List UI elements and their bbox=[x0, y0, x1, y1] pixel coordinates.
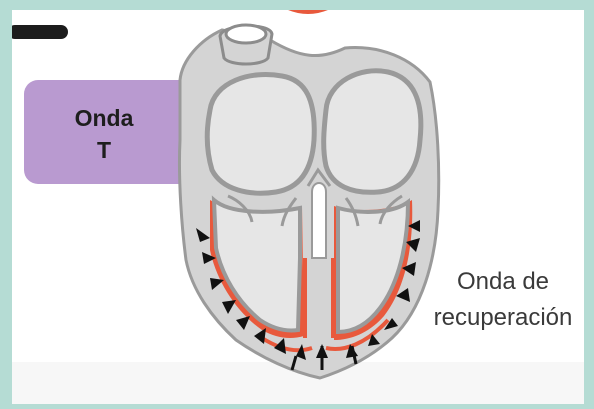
recovery-wave-caption: Onda de recuperación bbox=[417, 264, 584, 336]
left-atrium bbox=[207, 74, 314, 193]
right-atrium bbox=[324, 71, 421, 193]
onda-t-label-line2: T bbox=[24, 134, 184, 166]
aorta-opening bbox=[226, 25, 266, 43]
top-circle bbox=[256, 10, 360, 14]
onda-t-label: Onda T bbox=[24, 102, 184, 166]
heart-diagram bbox=[12, 10, 584, 404]
caption-line2: recuperación bbox=[417, 300, 584, 336]
caption-line1: Onda de bbox=[417, 264, 584, 300]
diagram-frame: Onda T Onda de recuperación bbox=[12, 10, 584, 404]
septum-tube bbox=[312, 183, 326, 258]
onda-t-label-line1: Onda bbox=[24, 102, 184, 134]
